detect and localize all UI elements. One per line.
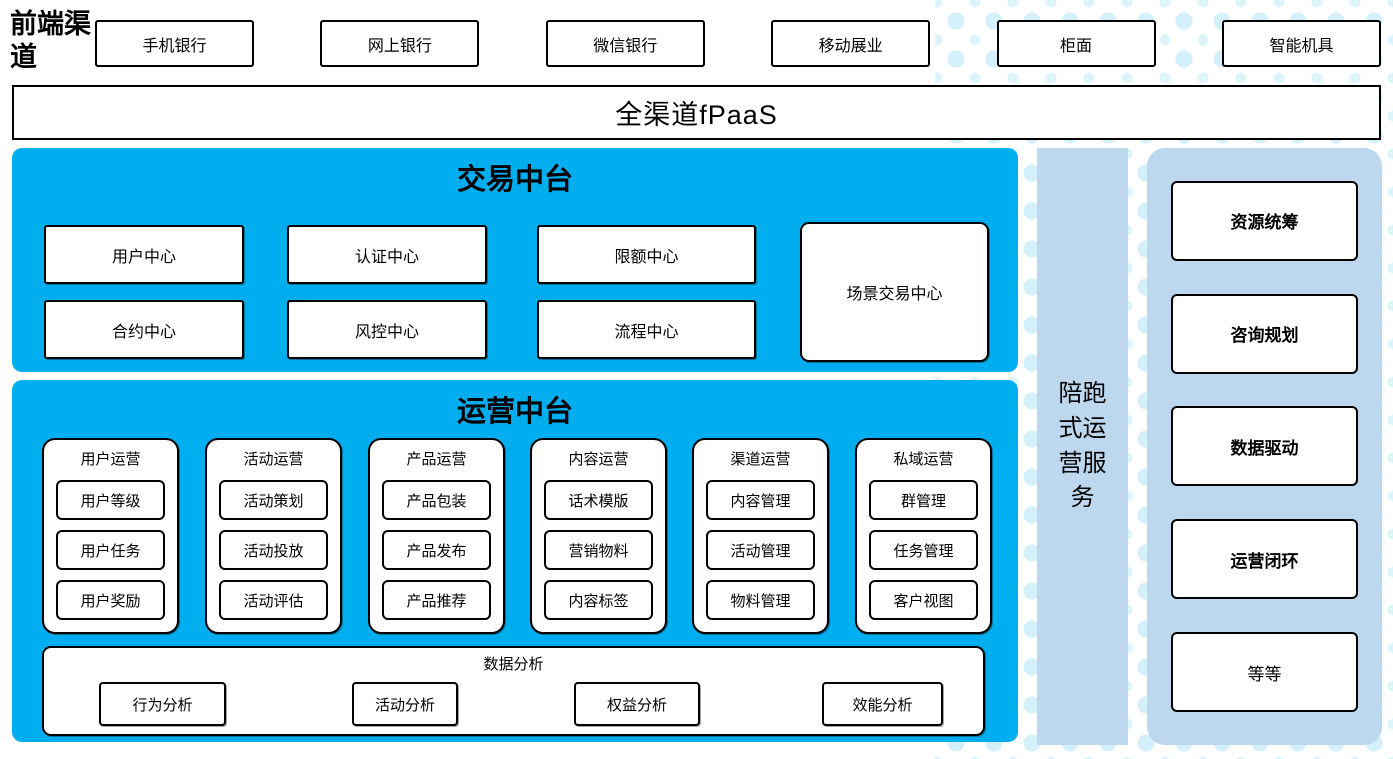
channel-mobile-sales: 移动展业 bbox=[771, 20, 931, 67]
ops-item: 产品包装 bbox=[382, 480, 491, 520]
ops-item: 营销物料 bbox=[544, 530, 653, 570]
channel-online-banking: 网上银行 bbox=[320, 20, 480, 67]
ops-card-activity: 活动运营 活动策划 活动投放 活动评估 bbox=[205, 438, 342, 634]
channel-counter: 柜面 bbox=[996, 20, 1156, 67]
service-operation-loop: 运营闭环 bbox=[1171, 519, 1358, 600]
companion-service-column: 陪跑式运营服务 bbox=[1037, 148, 1128, 745]
service-consulting-planning: 咨询规划 bbox=[1171, 293, 1358, 374]
ops-item: 产品推荐 bbox=[382, 580, 491, 620]
ops-item: 内容标签 bbox=[544, 580, 653, 620]
ops-card-title: 内容运营 bbox=[568, 451, 629, 468]
da-item-efficiency: 效能分析 bbox=[822, 682, 943, 726]
ops-card-channel: 渠道运营 内容管理 活动管理 物料管理 bbox=[692, 438, 829, 634]
ops-item: 活动管理 bbox=[706, 530, 815, 570]
ops-item: 活动策划 bbox=[219, 480, 328, 520]
contract-center-box: 合约中心 bbox=[44, 300, 244, 359]
da-item-behavior: 行为分析 bbox=[99, 682, 226, 726]
front-channel-label: 前端渠道 bbox=[10, 9, 91, 72]
service-data-driven: 数据驱动 bbox=[1171, 406, 1358, 487]
service-etc: 等等 bbox=[1171, 632, 1358, 713]
ops-card-title: 产品运营 bbox=[406, 451, 467, 468]
ops-item: 物料管理 bbox=[706, 580, 815, 620]
data-analysis-bar: 数据分析 行为分析 活动分析 权益分析 效能分析 bbox=[42, 646, 985, 736]
channel-wechat-banking: 微信银行 bbox=[545, 20, 705, 67]
ops-item: 客户视图 bbox=[869, 580, 978, 620]
service-panel: 资源统筹 咨询规划 数据驱动 运营闭环 等等 bbox=[1147, 148, 1382, 745]
ops-item: 任务管理 bbox=[869, 530, 978, 570]
scene-trade-center-box: 场景交易中心 bbox=[800, 222, 989, 362]
ops-card-title: 用户运营 bbox=[80, 451, 141, 468]
trade-platform-title: 交易中台 bbox=[456, 164, 573, 196]
ops-item: 用户奖励 bbox=[56, 580, 165, 620]
omnichannel-fpaas-bar: 全渠道fPaaS bbox=[12, 85, 1381, 140]
ops-item: 活动评估 bbox=[219, 580, 328, 620]
da-item-benefit: 权益分析 bbox=[574, 682, 700, 726]
ops-item: 群管理 bbox=[869, 480, 978, 520]
ops-card-title: 私域运营 bbox=[893, 451, 954, 468]
ops-item: 用户等级 bbox=[56, 480, 165, 520]
ops-item: 话术模版 bbox=[544, 480, 653, 520]
auth-center-box: 认证中心 bbox=[287, 225, 487, 284]
ops-card-product: 产品运营 产品包装 产品发布 产品推荐 bbox=[368, 438, 505, 634]
ops-card-title: 活动运营 bbox=[243, 451, 304, 468]
ops-item: 用户任务 bbox=[56, 530, 165, 570]
channel-smart-devices: 智能机具 bbox=[1221, 20, 1381, 67]
ops-item: 活动投放 bbox=[219, 530, 328, 570]
operation-platform-block: 运营中台 用户运营 用户等级 用户任务 用户奖励 活动运营 活动策划 活动投放 … bbox=[12, 380, 1018, 742]
ops-card-content: 内容运营 话术模版 营销物料 内容标签 bbox=[530, 438, 667, 634]
companion-service-label: 陪跑式运营服务 bbox=[1058, 379, 1107, 512]
channel-row: 手机银行 网上银行 微信银行 移动展业 柜面 智能机具 bbox=[95, 20, 1381, 67]
trade-platform-block: 交易中台 用户中心 认证中心 限额中心 合约中心 风控中心 流程中心 场景交易中… bbox=[12, 148, 1018, 372]
user-center-box: 用户中心 bbox=[44, 225, 244, 284]
ops-card-user: 用户运营 用户等级 用户任务 用户奖励 bbox=[42, 438, 179, 634]
ops-item: 内容管理 bbox=[706, 480, 815, 520]
da-item-activity: 活动分析 bbox=[352, 682, 458, 726]
ops-card-private-domain: 私域运营 群管理 任务管理 客户视图 bbox=[855, 438, 992, 634]
data-analysis-title: 数据分析 bbox=[483, 656, 544, 673]
ops-card-title: 渠道运营 bbox=[730, 451, 791, 468]
channel-mobile-banking: 手机银行 bbox=[95, 20, 254, 67]
process-center-box: 流程中心 bbox=[537, 300, 756, 359]
operation-platform-title: 运营中台 bbox=[456, 396, 573, 428]
limit-center-box: 限额中心 bbox=[537, 225, 756, 284]
risk-center-box: 风控中心 bbox=[287, 300, 487, 359]
service-resource-planning: 资源统筹 bbox=[1171, 180, 1358, 261]
ops-item: 产品发布 bbox=[382, 530, 491, 570]
